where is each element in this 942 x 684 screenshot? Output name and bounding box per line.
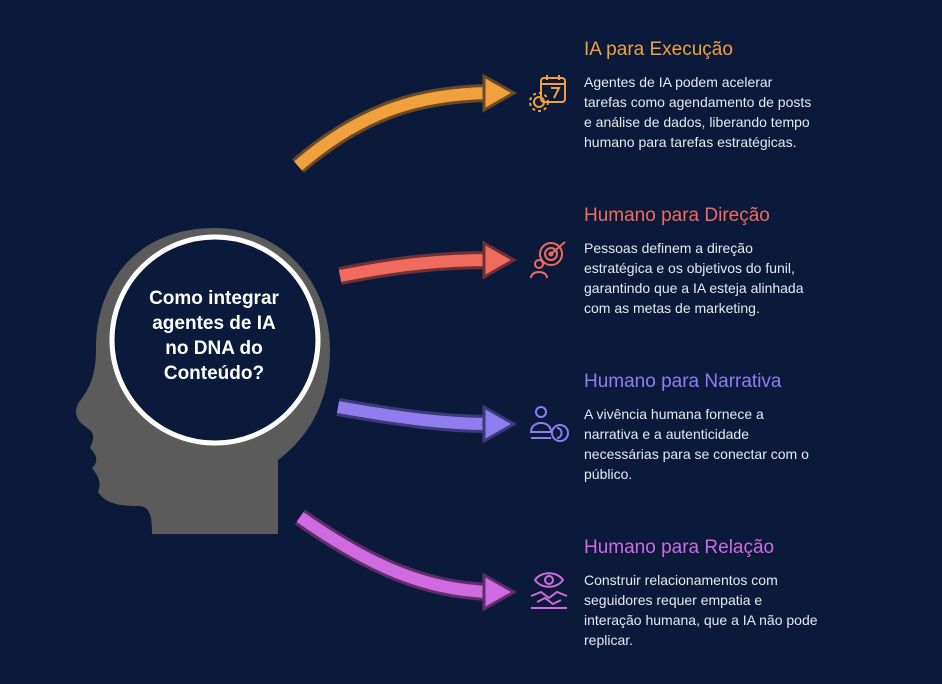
central-question: Como integrar agentes de IA no DNA do Co…	[124, 286, 304, 386]
arrow-humano-relacao	[294, 509, 518, 612]
item-description: Construir relacionamentos com seguidores…	[584, 570, 924, 650]
central-question-line: no DNA do	[165, 338, 263, 359]
central-question-line: agentes de IA	[152, 313, 276, 334]
item-humano-narrativa: Humano para Narrativa A vivência humana …	[584, 370, 924, 484]
eye-handshake-icon	[530, 572, 568, 609]
description-line: estratégica e os objetivos do funil,	[584, 260, 795, 276]
central-question-line: Conteúdo?	[163, 363, 265, 384]
item-humano-direcao: Humano para Direção Pessoas definem a di…	[584, 204, 924, 318]
thought-circle	[109, 234, 321, 446]
description-line: com as metas de marketing.	[584, 300, 760, 316]
central-question-line: Como integrar	[149, 288, 279, 309]
description-line: replicar.	[584, 632, 634, 648]
description-line: interação humana, que a IA não pode	[584, 612, 818, 628]
item-description: A vivência humana fornece a narrativa e …	[584, 404, 924, 484]
item-title: Humano para Direção	[584, 205, 770, 226]
description-line: Construir relacionamentos com	[584, 572, 778, 588]
description-line: Pessoas definem a direção	[584, 240, 753, 256]
description-line: A vivência humana fornece a	[584, 406, 764, 422]
item-description: Agentes de IA podem acelerar tarefas com…	[584, 72, 924, 152]
calendar-gear-icon	[529, 75, 566, 112]
item-title: Humano para Narrativa	[584, 371, 782, 392]
item-humano-relacao: Humano para Relação Construir relacionam…	[584, 536, 924, 650]
description-line: necessárias para se conectar com o	[584, 446, 809, 462]
item-ia-execucao: IA para Execução Agentes de IA podem ace…	[584, 38, 924, 152]
target-person-icon	[530, 241, 566, 279]
description-line: tarefas como agendamento de posts	[584, 94, 812, 110]
description-line: narrativa e a autenticidade	[584, 426, 749, 442]
storyteller-icon	[529, 406, 569, 442]
description-line: e análise de dados, liberando tempo	[584, 114, 810, 130]
description-line: Agentes de IA podem acelerar	[584, 74, 773, 90]
item-title: Humano para Relação	[584, 537, 775, 558]
item-description: Pessoas definem a direção estratégica e …	[584, 238, 924, 318]
description-line: garantindo que a IA esteja alinhada	[584, 280, 804, 296]
description-line: público.	[584, 466, 633, 482]
arrow-ia-execucao	[292, 73, 518, 173]
arrow-humano-narrativa	[336, 398, 518, 444]
arrow-humano-direcao	[338, 240, 518, 285]
item-title: IA para Execução	[584, 39, 733, 60]
description-line: seguidores requer empatia e	[584, 592, 763, 608]
description-line: humano para tarefas estratégicas.	[584, 134, 797, 150]
